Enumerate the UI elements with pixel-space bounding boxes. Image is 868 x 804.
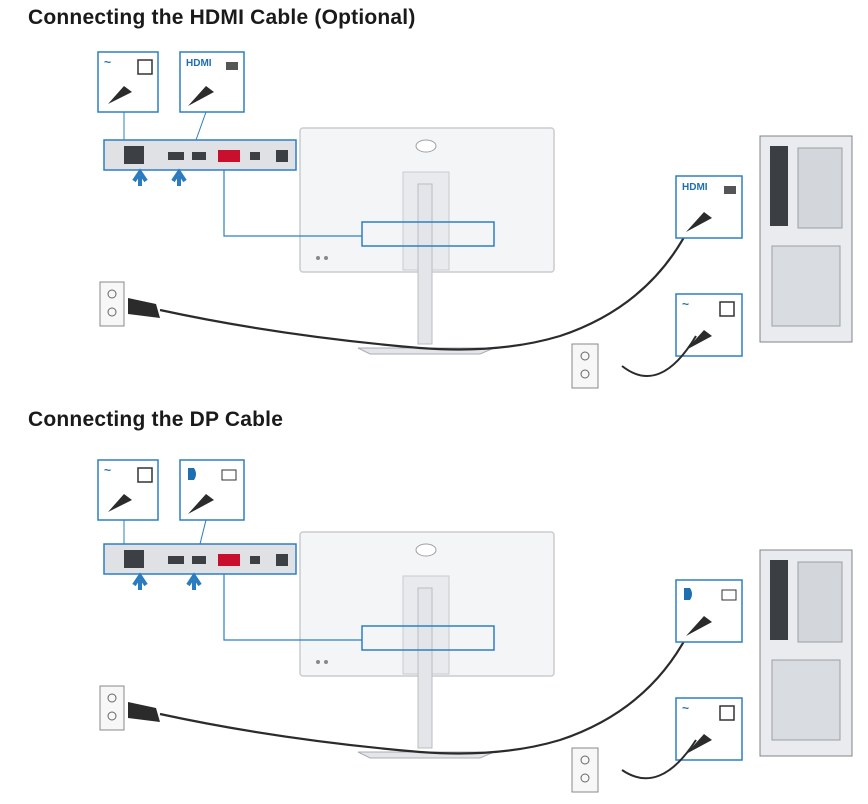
pc-video-callout xyxy=(675,579,743,643)
pc-power-symbol: ~ xyxy=(682,701,689,715)
power-plug xyxy=(128,298,160,318)
power-connector-callout: ~ xyxy=(97,459,159,521)
arrow-up-icon xyxy=(171,168,187,186)
pc-wall-outlet xyxy=(571,747,599,793)
wall-outlet xyxy=(99,281,125,327)
pc-power-callout: ~ xyxy=(675,293,743,357)
section-title-hdmi: Connecting the HDMI Cable (Optional) xyxy=(28,6,416,29)
power-symbol: ~ xyxy=(104,55,111,69)
pc-power-callout: ~ xyxy=(675,697,743,761)
power-symbol: ~ xyxy=(104,463,111,477)
pc-video-callout: HDMI xyxy=(675,175,743,239)
video-connector-label: HDMI xyxy=(186,58,212,69)
monitor-port-callout xyxy=(361,221,495,247)
power-plug xyxy=(128,702,160,722)
monitor-port-panel xyxy=(103,543,297,575)
displayport-connector-callout xyxy=(179,459,245,521)
hdmi-connection-diagram: ~ HDMI HDMI ~ xyxy=(97,51,853,389)
desktop-tower xyxy=(759,135,853,343)
displayport-icon xyxy=(188,468,196,480)
wall-outlet xyxy=(99,685,125,731)
arrow-up-icon xyxy=(186,572,202,590)
monitor xyxy=(299,127,555,355)
monitor-port-panel xyxy=(103,139,297,171)
displayport-icon xyxy=(684,588,692,600)
pc-power-symbol: ~ xyxy=(682,297,689,311)
desktop-tower xyxy=(759,549,853,757)
monitor xyxy=(299,531,555,759)
hdmi-connector-callout: HDMI xyxy=(179,51,245,113)
pc-wall-outlet xyxy=(571,343,599,389)
arrow-up-icon xyxy=(132,168,148,186)
pc-video-connector-label: HDMI xyxy=(682,182,708,193)
section-title-dp: Connecting the DP Cable xyxy=(28,408,284,431)
power-connector-callout: ~ xyxy=(97,51,159,113)
monitor-port-callout xyxy=(361,625,495,651)
arrow-up-icon xyxy=(132,572,148,590)
dp-connection-diagram: ~ ~ xyxy=(97,459,853,793)
